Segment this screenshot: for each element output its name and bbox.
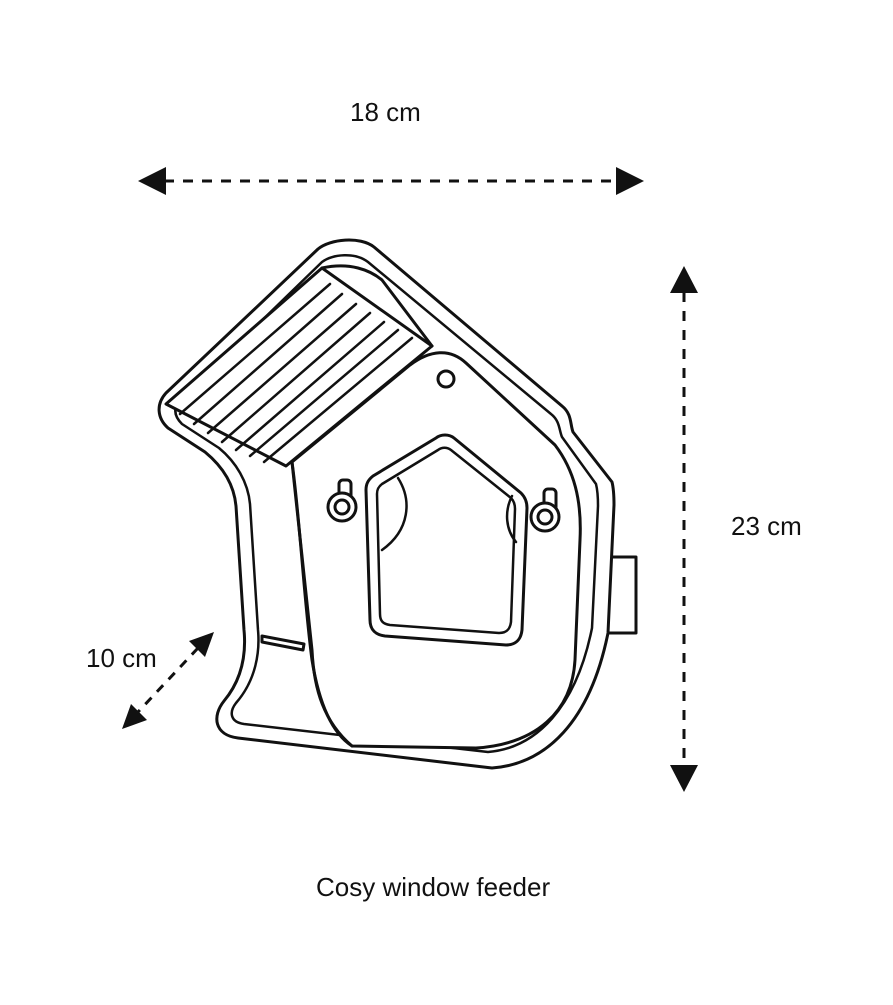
depth-label: 10 cm (86, 643, 157, 673)
product-caption: Cosy window feeder (316, 872, 551, 902)
width-dimension-arrow (138, 167, 644, 195)
height-label: 23 cm (731, 511, 802, 541)
hanging-hole (436, 369, 456, 389)
feeder-window-inner (375, 446, 517, 635)
width-label: 18 cm (350, 97, 421, 127)
depth-dimension-arrow (122, 632, 214, 729)
left-suction-knob (326, 478, 358, 523)
bird-feeder-house-icon (157, 238, 638, 770)
height-dimension-arrow (670, 266, 698, 792)
feeder-inner-outline (174, 254, 600, 754)
side-slot (260, 634, 306, 652)
right-suction-knob (529, 487, 561, 533)
